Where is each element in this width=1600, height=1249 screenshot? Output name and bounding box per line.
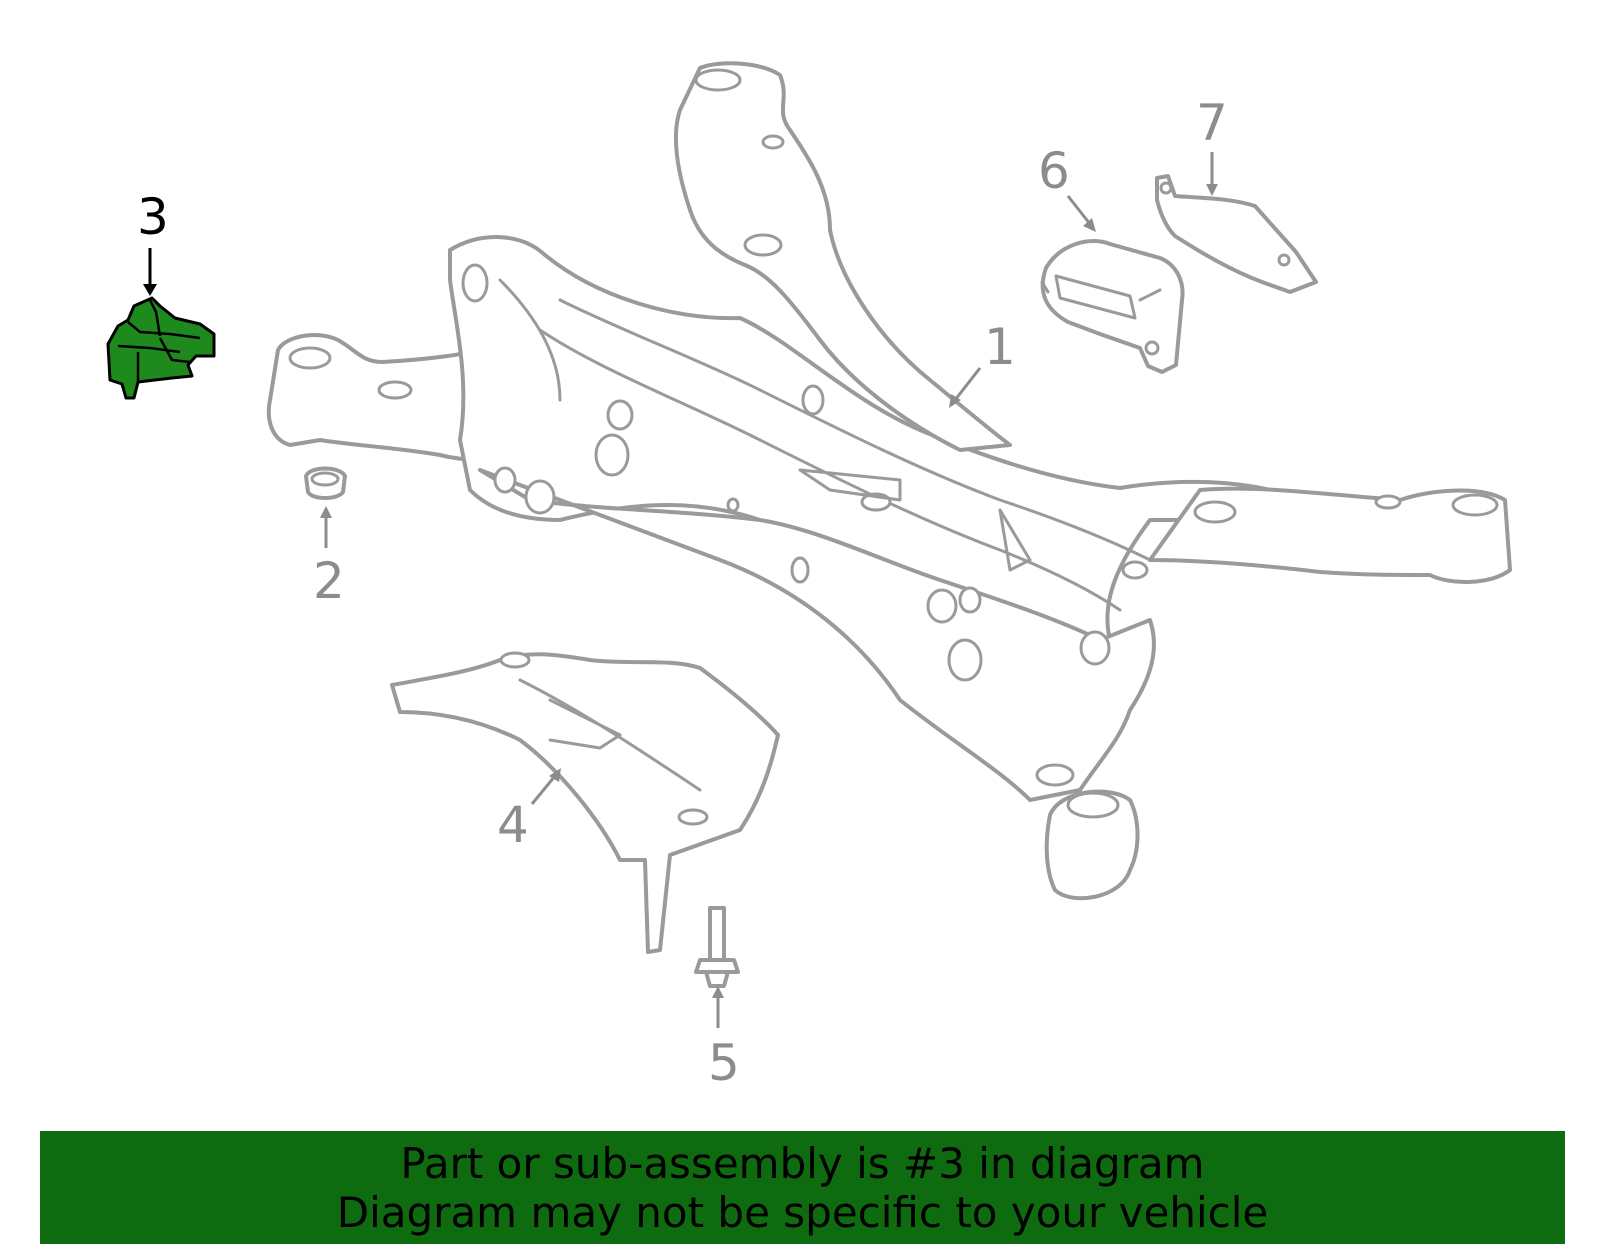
leader-5 (712, 986, 724, 1028)
callout-5: 5 (708, 1034, 740, 1092)
banner-line-1: Part or sub-assembly is #3 in diagram (400, 1139, 1205, 1188)
callout-4: 4 (497, 796, 529, 854)
part-4-brace[interactable] (390, 651, 780, 954)
leader-2 (320, 506, 332, 548)
leader-7 (1206, 152, 1218, 196)
banner-line-2: Diagram may not be specific to your vehi… (336, 1188, 1269, 1237)
part-3-bracket[interactable] (106, 296, 216, 400)
part-1-subframe[interactable] (266, 61, 1512, 901)
part-3-bracket-shape (106, 296, 216, 400)
callout-3: 3 (137, 188, 169, 246)
callout-2: 2 (313, 552, 345, 610)
part-5-bolt[interactable] (694, 906, 740, 988)
leader-1 (949, 367, 982, 408)
info-banner: Part or sub-assembly is #3 in diagram Di… (40, 1131, 1565, 1244)
callout-7: 7 (1196, 94, 1228, 152)
callout-6: 6 (1038, 142, 1070, 200)
callout-1: 1 (984, 318, 1016, 376)
part-7-plate[interactable] (1155, 174, 1318, 294)
leader-6 (1066, 195, 1096, 232)
leader-4 (530, 768, 561, 805)
parts-diagram: 1 2 3 4 5 6 7 (106, 61, 1512, 1092)
part-6-mount[interactable] (1040, 239, 1185, 374)
leader-3 (143, 248, 157, 296)
part-2-nut[interactable] (304, 466, 347, 500)
